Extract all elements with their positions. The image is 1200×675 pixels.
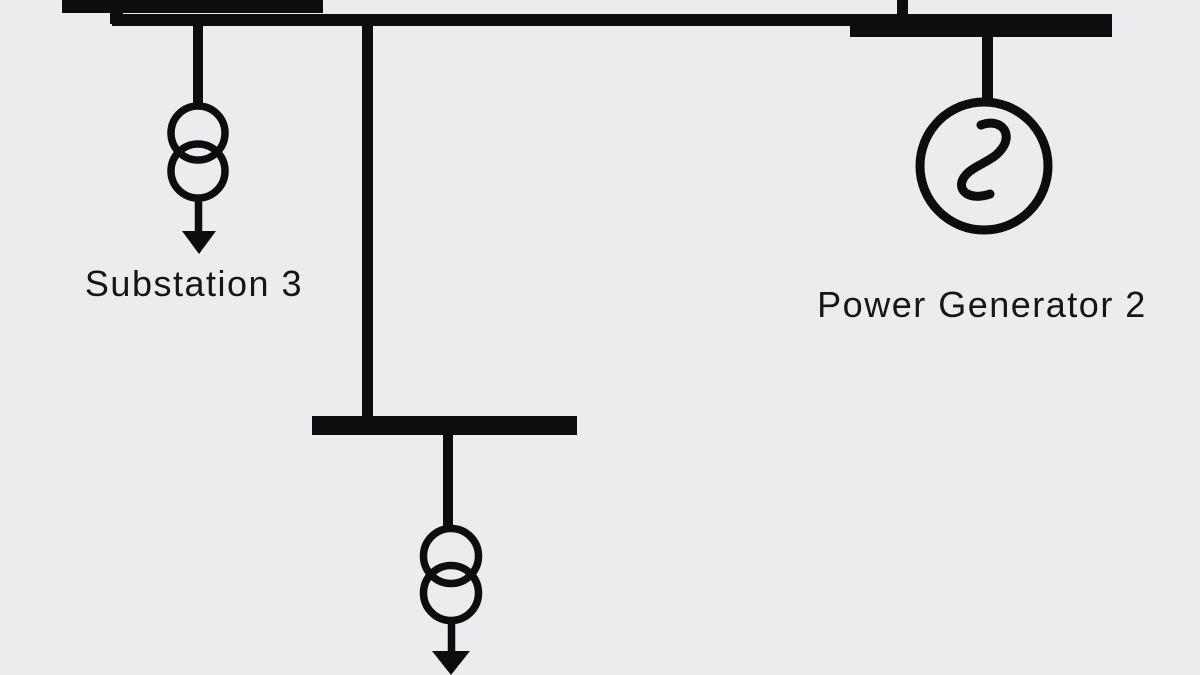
load-arrow-head [432, 651, 470, 675]
transformer-primary-winding [167, 102, 229, 164]
generator-circle [915, 97, 1053, 235]
load-arrow-head [182, 231, 216, 254]
load-arrow-icon [182, 199, 216, 254]
sine-wave-icon [957, 118, 1011, 201]
busbar-top-left[interactable] [62, 0, 323, 13]
power-generator-2-label: Power Generator 2 [817, 284, 1147, 325]
busbar-middle[interactable] [312, 416, 577, 435]
substation-3-label: Substation 3 [85, 263, 303, 304]
load-arrow-icon [432, 621, 470, 675]
transformer-icon[interactable] [167, 102, 229, 202]
busbar-right[interactable] [850, 17, 1112, 37]
busbar-right-top-stub [897, 0, 908, 19]
transformer-secondary-winding [167, 140, 229, 202]
transformer-primary-winding [419, 524, 483, 588]
transformer-icon[interactable] [419, 524, 483, 625]
generator-icon[interactable] [915, 97, 1053, 235]
transformer-secondary-winding [419, 561, 483, 625]
